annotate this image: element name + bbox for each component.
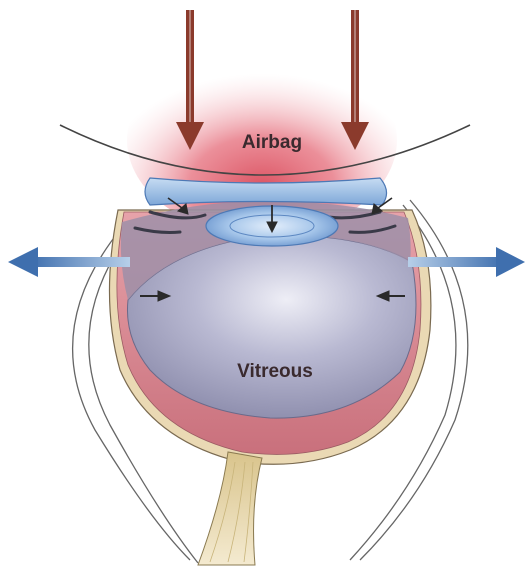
stretch-arrow-icon [408,257,504,267]
label-vitreous: Vitreous [237,361,313,382]
stretch-arrow-icon [30,257,130,267]
label-airbag: Airbag [242,132,302,153]
